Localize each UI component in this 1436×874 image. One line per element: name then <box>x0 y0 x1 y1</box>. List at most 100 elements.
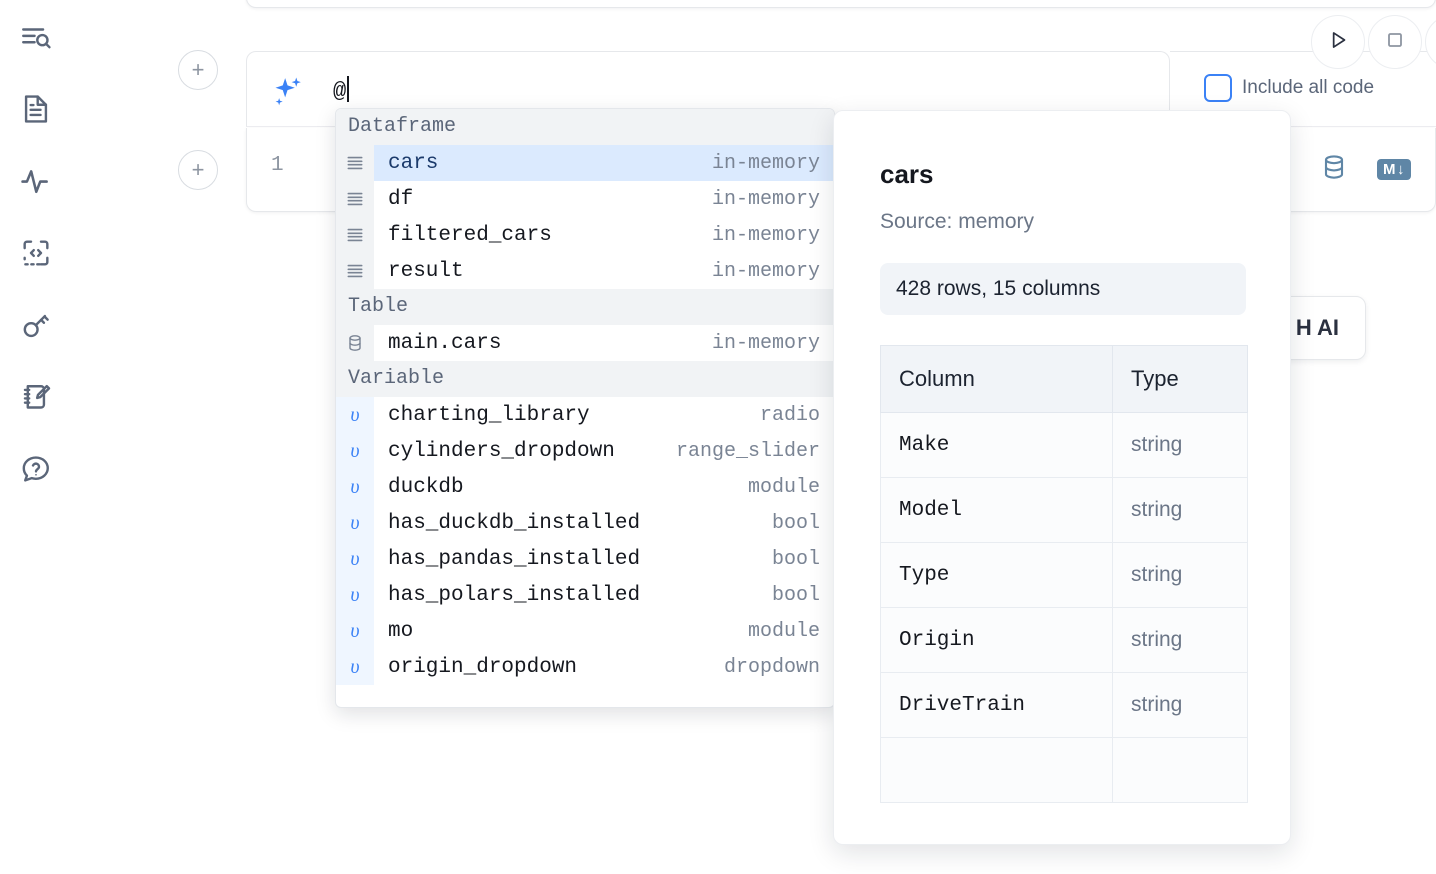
variable-upsilon-icon: υ <box>336 433 374 469</box>
autocomplete-section-header: Variable <box>336 361 834 397</box>
autocomplete-option-meta: bool <box>771 511 820 535</box>
autocomplete-option-name: origin_dropdown <box>388 655 578 679</box>
detail-title: cars <box>880 159 934 189</box>
stop-cell-button[interactable] <box>1368 15 1422 69</box>
text-caret <box>347 76 350 102</box>
autocomplete-option[interactable]: filtered_cars in-memory <box>336 217 834 253</box>
schema-column-type <box>1112 737 1248 803</box>
markdown-down-icon[interactable]: M↓ <box>1377 159 1411 180</box>
include-all-code-checkbox[interactable] <box>1204 74 1232 102</box>
autocomplete-option-meta: range_slider <box>675 439 820 463</box>
sidebar-item-help[interactable] <box>12 445 60 493</box>
schema-column-type: string <box>1112 607 1248 673</box>
sidebar-item-activity[interactable] <box>12 157 60 205</box>
autocomplete-option-name: main.cars <box>388 331 502 355</box>
schema-table-row <box>880 737 1248 803</box>
sidebar-item-notebook[interactable] <box>12 85 60 133</box>
schema-column-name: Type <box>880 542 1113 608</box>
autocomplete-section-header: Dataframe <box>336 109 834 145</box>
left-icon-rail <box>0 0 72 874</box>
schema-column-name: DriveTrain <box>880 672 1113 738</box>
variable-upsilon-icon: υ <box>336 577 374 613</box>
autocomplete-option-meta: module <box>747 619 820 643</box>
ai-sparkle-icon <box>269 74 307 117</box>
autocomplete-section-header: Table <box>336 289 834 325</box>
autocomplete-option-name: has_polars_installed <box>388 583 641 607</box>
chat-question-icon <box>19 452 53 486</box>
autocomplete-option-name: mo <box>388 619 414 643</box>
dataframe-detail-panel: cars Source: memory 428 rows, 15 columns… <box>833 110 1291 845</box>
dataframe-rows-icon <box>336 181 374 217</box>
run-cell-button[interactable] <box>1311 15 1365 69</box>
code-cell-icons: M↓ <box>1319 152 1411 187</box>
autocomplete-option-name: duckdb <box>388 475 464 499</box>
schema-column-name: Model <box>880 477 1113 543</box>
variable-upsilon-icon: υ <box>336 613 374 649</box>
schema-column-type: string <box>1112 412 1248 478</box>
autocomplete-option-meta: in-memory <box>711 259 820 283</box>
schema-type-header: Type <box>1112 345 1248 413</box>
autocomplete-option[interactable]: υ cylinders_dropdown range_slider <box>336 433 834 469</box>
autocomplete-option[interactable]: υ has_polars_installed bool <box>336 577 834 613</box>
dataframe-rows-icon <box>336 145 374 181</box>
autocomplete-option-name: result <box>388 259 464 283</box>
line-number: 1 <box>271 154 284 177</box>
autocomplete-option-name: df <box>388 187 414 211</box>
play-icon <box>1325 27 1351 58</box>
autocomplete-option-meta: in-memory <box>711 187 820 211</box>
autocomplete-option-meta: in-memory <box>711 223 820 247</box>
add-cell-button-top[interactable]: + <box>178 50 218 90</box>
database-icon[interactable] <box>1319 152 1349 187</box>
variable-upsilon-icon: υ <box>336 397 374 433</box>
detail-source: Source: memory <box>880 210 1035 233</box>
autocomplete-option[interactable]: main.cars in-memory <box>336 325 834 361</box>
sidebar-item-scratchpad[interactable] <box>12 373 60 421</box>
autocomplete-option-name: charting_library <box>388 403 590 427</box>
ai-prompt-input[interactable]: @ <box>333 76 350 104</box>
dataframe-rows-icon <box>336 253 374 289</box>
autocomplete-option-name: filtered_cars <box>388 223 552 247</box>
database-icon <box>336 325 374 361</box>
autocomplete-option-name: has_duckdb_installed <box>388 511 641 535</box>
sidebar-item-snippets[interactable] <box>12 229 60 277</box>
sidebar-item-explore[interactable] <box>12 14 60 62</box>
detail-shape-badge: 428 rows, 15 columns <box>880 263 1246 315</box>
autocomplete-option[interactable]: df in-memory <box>336 181 834 217</box>
autocomplete-option[interactable]: result in-memory <box>336 253 834 289</box>
schema-column-name: Origin <box>880 607 1113 673</box>
sidebar-item-secrets[interactable] <box>12 301 60 349</box>
file-text-icon <box>19 92 53 126</box>
ai-prompt-value: @ <box>333 79 347 104</box>
schema-column-type: string <box>1112 542 1248 608</box>
autocomplete-option-meta: dropdown <box>723 655 820 679</box>
notebook-pencil-icon <box>19 380 53 414</box>
schema-column-type: string <box>1112 672 1248 738</box>
code-brackets-icon <box>19 236 53 270</box>
autocomplete-option[interactable]: υ charting_library radio <box>336 397 834 433</box>
schema-table-header-row: Column Type <box>880 345 1248 413</box>
autocomplete-option-meta: in-memory <box>711 151 820 175</box>
key-icon <box>19 308 53 342</box>
previous-cell-card <box>246 0 1436 8</box>
autocomplete-option-meta: bool <box>771 583 820 607</box>
autocomplete-option-meta: in-memory <box>711 331 820 355</box>
autocomplete-option-name: cylinders_dropdown <box>388 439 615 463</box>
include-all-code-row[interactable]: Include all code <box>1204 74 1374 102</box>
stop-square-icon <box>1383 28 1407 57</box>
include-all-code-label: Include all code <box>1242 77 1375 98</box>
add-cell-button-bottom[interactable]: + <box>178 150 218 190</box>
schema-column-type: string <box>1112 477 1248 543</box>
autocomplete-option-meta: radio <box>759 403 820 427</box>
